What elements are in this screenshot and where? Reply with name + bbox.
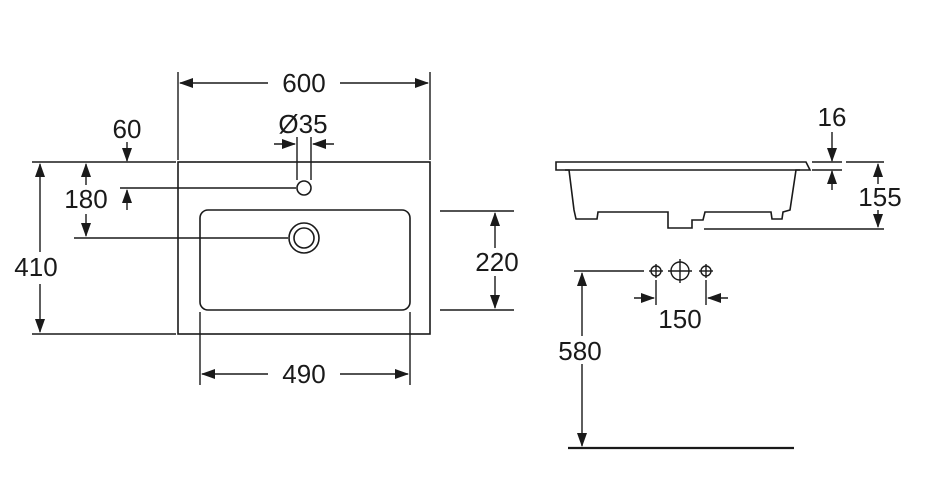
hole-right [699, 264, 713, 278]
dim-mounting-height: 580 [558, 270, 794, 450]
label-tap-hole-spacing: 150 [658, 304, 701, 334]
basin-outline [177, 161, 431, 335]
dim-bowl-depth: 220 [440, 210, 519, 311]
dim-overall-width: 600 [177, 68, 431, 160]
label-rim-thickness: 16 [818, 102, 847, 132]
hole-center [668, 259, 692, 283]
label-waste-position: 180 [64, 184, 107, 214]
dim-height: 155 [704, 161, 902, 230]
waste-inner [293, 227, 315, 249]
label-height: 155 [858, 182, 901, 212]
dim-rim-thickness: 16 [812, 102, 846, 190]
bowl-outline [199, 209, 411, 311]
dim-tap-hole-edge-offset: 60 [113, 114, 296, 210]
label-overall-width: 600 [282, 68, 325, 98]
basin-side-profile [555, 161, 812, 229]
hole-left [649, 264, 663, 278]
tap-hole [296, 180, 312, 196]
label-tap-hole-diameter: Ø35 [278, 109, 327, 139]
dim-waste-position: 180 [64, 163, 288, 239]
label-mounting-height: 580 [558, 336, 601, 366]
label-overall-depth: 410 [14, 252, 57, 282]
dim-tap-hole-diameter: Ø35 [274, 109, 334, 180]
top-view [177, 161, 431, 335]
dim-overall-depth: 410 [14, 161, 176, 335]
side-view [555, 161, 812, 229]
label-tap-hole-edge-offset: 60 [113, 114, 142, 144]
dim-bowl-width: 490 [199, 312, 411, 389]
tap-hole-layout [649, 259, 713, 283]
label-bowl-width: 490 [282, 359, 325, 389]
label-bowl-depth: 220 [475, 247, 518, 277]
dim-tap-hole-spacing: 150 [634, 280, 728, 334]
waste-outer [288, 222, 320, 254]
